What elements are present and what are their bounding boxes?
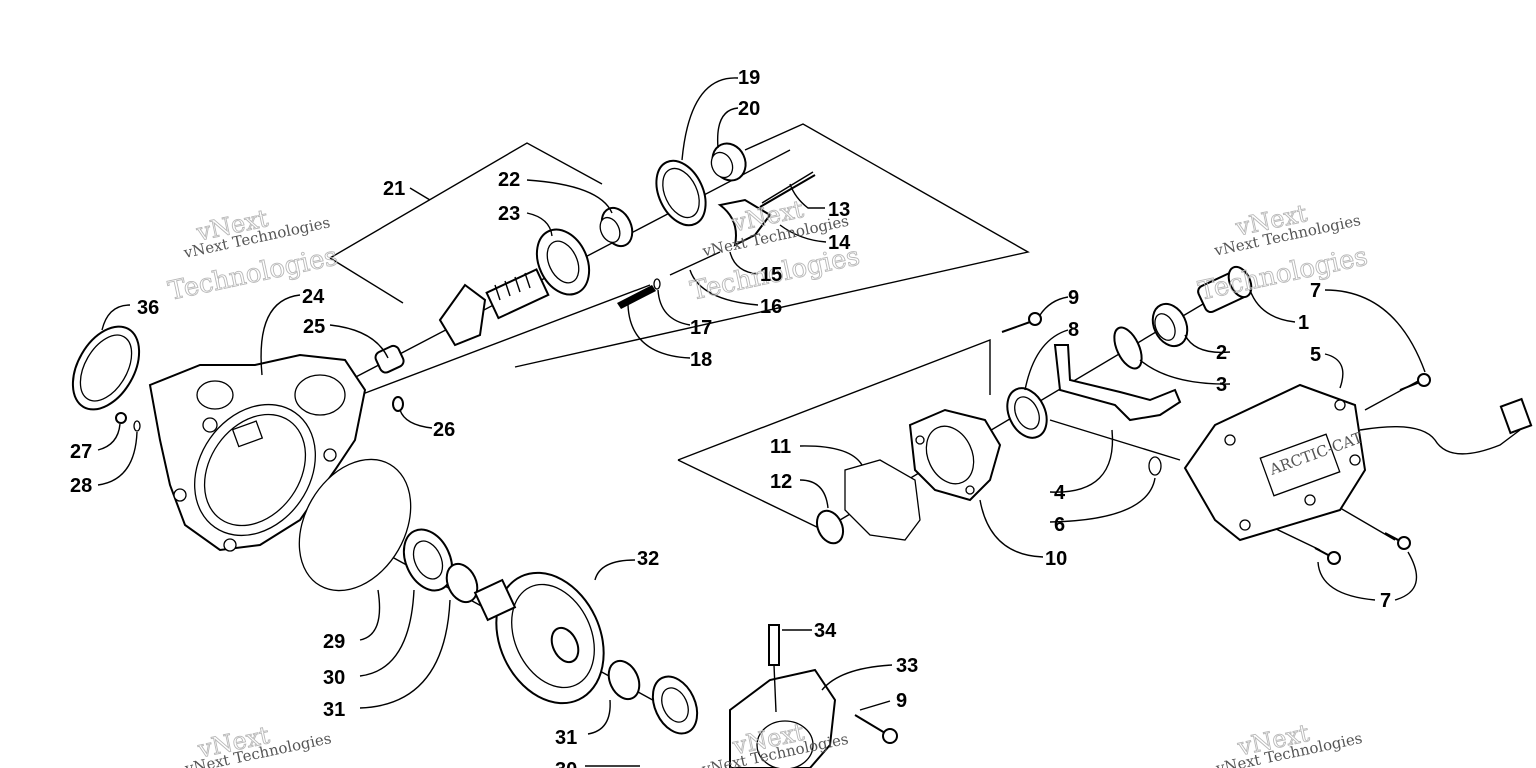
callout-9-upper: 9 — [1068, 287, 1079, 309]
callout-16: 16 — [760, 296, 782, 318]
part-shim-31-upper — [445, 562, 479, 604]
callout-4: 4 — [1054, 482, 1066, 504]
part-seal-36 — [71, 325, 141, 411]
watermark-bottom-left: vNext vNext Technologies — [182, 721, 332, 768]
callout-1: 1 — [1298, 312, 1309, 334]
part-bolt-9-upper — [1001, 312, 1042, 333]
callout-14: 14 — [828, 232, 851, 254]
callout-28: 28 — [70, 475, 92, 497]
callout-2: 2 — [1216, 342, 1227, 364]
part-clip-17 — [653, 278, 661, 290]
callout-7-bottom: 7 — [1380, 590, 1391, 612]
callout-32: 32 — [637, 548, 659, 570]
callout-36: 36 — [137, 297, 159, 319]
callout-30-lower: 30 — [555, 759, 577, 768]
part-pinion-gear — [438, 268, 550, 347]
part-bolt-27 — [115, 412, 127, 424]
callout-25: 25 — [303, 316, 325, 338]
callout-7-top: 7 — [1310, 280, 1321, 302]
callout-29: 29 — [323, 631, 345, 653]
assembly-outlines — [329, 123, 1030, 531]
part-shim-31-lower — [607, 659, 641, 701]
callout-30: 30 — [323, 667, 345, 689]
callout-18: 18 — [690, 349, 712, 371]
callout-labels: 19 20 21 22 23 13 14 15 16 17 18 24 25 2… — [70, 67, 1391, 768]
callout-19: 19 — [738, 67, 760, 89]
part-motor-5: ARCTIC-CAT — [1183, 383, 1533, 542]
leader-lines — [97, 77, 1426, 767]
part-bolt-9-lower — [854, 714, 898, 744]
callout-24: 24 — [302, 286, 325, 308]
callout-12: 12 — [770, 471, 792, 493]
part-shift-fork-14 — [717, 198, 772, 247]
callout-22: 22 — [498, 169, 520, 191]
callout-13: 13 — [828, 199, 850, 221]
callout-8: 8 — [1068, 319, 1079, 341]
part-bearing-23 — [535, 228, 591, 296]
part-o-ring-29 — [298, 458, 412, 592]
part-snap-ring-3 — [1113, 326, 1143, 370]
part-bearing-lower — [651, 675, 699, 735]
watermark-bottom-right: vNext vNext Technologies — [1213, 719, 1363, 768]
part-bearing-8 — [1006, 387, 1048, 439]
part-gear-1 — [1197, 265, 1253, 314]
part-o-ring-6 — [1148, 456, 1162, 476]
part-sleeve-20 — [710, 142, 747, 182]
callout-31-upper: 31 — [323, 699, 345, 721]
part-gasket-11 — [844, 459, 921, 541]
callout-3: 3 — [1216, 374, 1227, 396]
part-clip-26 — [392, 396, 404, 412]
watermark-top-right: vNext vNext Technologies Technologies — [1195, 199, 1370, 307]
callout-33: 33 — [896, 655, 918, 677]
part-pin-15 — [669, 251, 721, 276]
callout-34: 34 — [814, 620, 837, 642]
part-housing-10 — [908, 408, 1002, 502]
callout-11: 11 — [770, 436, 791, 458]
part-bearing-30 — [402, 528, 454, 592]
part-ring-gear-32 — [473, 571, 605, 705]
part-ring-19 — [655, 159, 707, 227]
part-bushing-25 — [374, 344, 405, 374]
callout-17: 17 — [690, 317, 712, 339]
callout-21: 21 — [383, 178, 405, 200]
callout-23: 23 — [498, 203, 520, 225]
callout-6: 6 — [1054, 514, 1065, 536]
callout-5: 5 — [1310, 344, 1321, 366]
callout-31-lower: 31 — [555, 727, 577, 749]
callout-15: 15 — [760, 264, 782, 286]
part-shift-rod-13 — [759, 171, 816, 208]
callout-26: 26 — [433, 419, 455, 441]
part-cover-33 — [729, 668, 837, 768]
part-breather-34 — [768, 624, 780, 713]
callout-20: 20 — [738, 98, 760, 120]
part-seal-2 — [1151, 302, 1189, 348]
part-screw-7-lower-a — [1314, 547, 1341, 565]
part-bushing-22 — [599, 206, 634, 248]
part-washer-28 — [133, 420, 141, 432]
callout-9-lower: 9 — [896, 690, 907, 712]
part-spring-18 — [617, 285, 656, 309]
part-screw-7-top — [1399, 373, 1431, 391]
callout-10: 10 — [1045, 548, 1067, 570]
callout-27: 27 — [70, 441, 92, 463]
part-bracket-8 — [1053, 344, 1182, 422]
part-snap-ring-12 — [815, 509, 845, 545]
part-screw-7-lower-b — [1384, 532, 1411, 550]
